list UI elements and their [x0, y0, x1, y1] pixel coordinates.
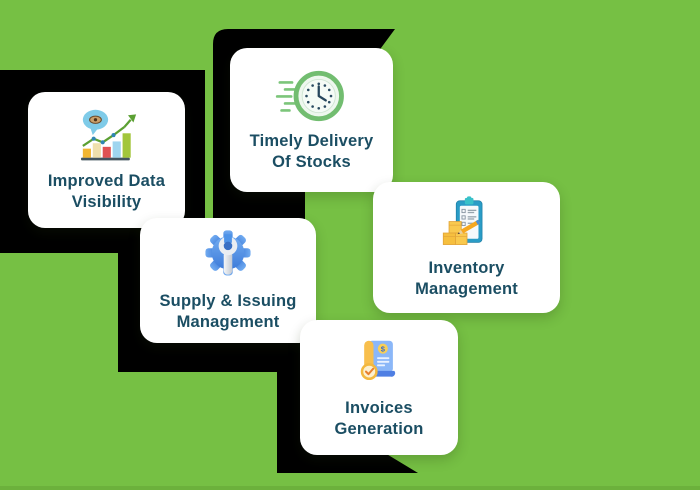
card-supply-issuing-management: Supply & Issuing Management [140, 218, 316, 343]
card-label-line1: Timely Delivery [249, 131, 374, 150]
card-label-line2: Management [176, 313, 280, 331]
fast-clock-icon [275, 68, 349, 124]
card-label-line2: Of Stocks [272, 152, 351, 171]
card-label-line1: Supply & Issuing [159, 292, 297, 310]
card-inventory-management: Inventory Management [373, 182, 560, 313]
card-improved-data-visibility: Improved Data Visibility [28, 92, 185, 228]
card-label-line1: Invoices [345, 399, 413, 417]
card-label-line1: Inventory [428, 259, 505, 277]
invoice-receipt-icon: $ [357, 335, 402, 391]
card-label-line2: Management [415, 280, 518, 298]
gear-wrench-icon [200, 228, 256, 284]
card-label-line2: Visibility [71, 192, 142, 211]
chart-growth-icon [72, 108, 141, 164]
card-invoices-generation: $ Invoices Generation [300, 320, 458, 455]
card-label-line2: Generation [334, 420, 424, 438]
bottom-edge-line [0, 486, 700, 490]
card-label-line1: Improved Data [47, 171, 166, 190]
clipboard-boxes-icon [439, 195, 494, 251]
card-timely-delivery: Timely Delivery Of Stocks [230, 48, 393, 192]
svg-text:$: $ [380, 345, 385, 354]
